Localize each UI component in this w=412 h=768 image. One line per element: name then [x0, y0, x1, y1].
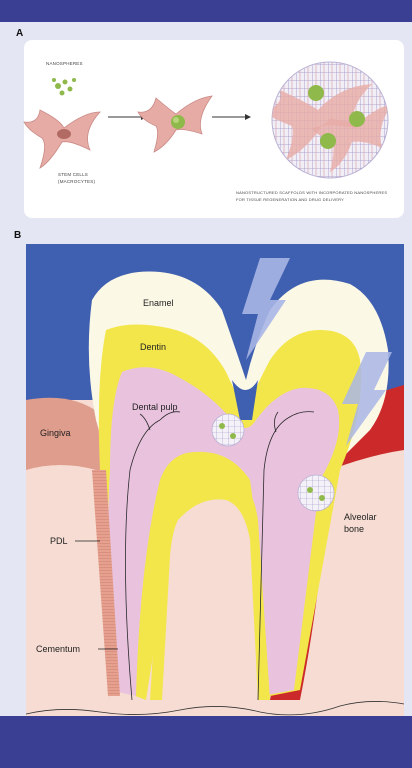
bottom-frame-band [0, 716, 412, 768]
cementum-label: Cementum [36, 644, 80, 654]
alveolar-bone-label-line2: bone [344, 524, 364, 534]
alveolar-bone-label-line1: Alveolar [344, 512, 377, 522]
pdl-label: PDL [50, 536, 68, 546]
dentin-label: Dentin [140, 342, 166, 352]
scaffold-circle-bone [298, 475, 334, 511]
gingiva-label: Gingiva [40, 428, 71, 438]
enamel-label: Enamel [143, 298, 174, 308]
scaffold-circle-pulp [212, 414, 244, 446]
dental-pulp-label: Dental pulp [132, 402, 178, 412]
